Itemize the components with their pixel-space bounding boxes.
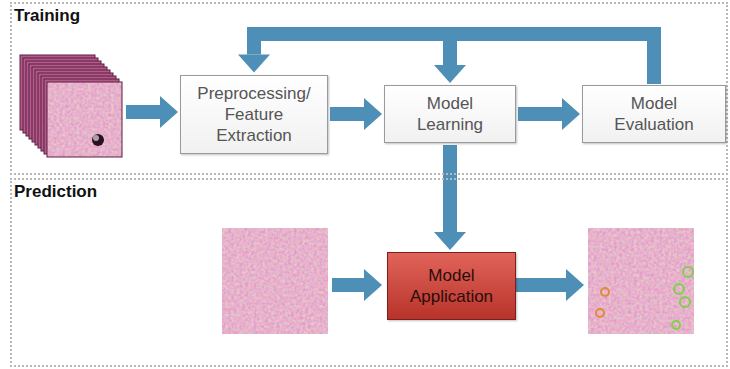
flow-arrow (434, 145, 466, 250)
output-slide (588, 228, 694, 334)
process-box: Preprocessing/ Feature Extraction (180, 75, 328, 154)
process-box: Model Evaluation (582, 85, 726, 143)
prediction-region: PredictionModel Application (10, 178, 728, 367)
region-heading: Prediction (14, 182, 97, 202)
training-region: TrainingPreprocessing/ Feature Extractio… (10, 2, 728, 175)
process-box: Model Application (387, 252, 516, 320)
slide-arrow (332, 269, 382, 301)
result-arrow (514, 269, 584, 301)
box-label: Model Application (396, 265, 507, 307)
flow-arrow (518, 98, 580, 130)
input-arrow (126, 96, 178, 128)
image-stack (20, 55, 122, 157)
flow-arrow (434, 34, 654, 84)
process-box: Model Learning (384, 85, 516, 143)
input-slide (222, 228, 328, 334)
box-label: Model Learning (393, 93, 507, 135)
box-label: Model Evaluation (591, 93, 717, 135)
box-label: Preprocessing/ Feature Extraction (189, 83, 319, 146)
flow-arrow (330, 98, 382, 130)
region-heading: Training (14, 6, 80, 26)
